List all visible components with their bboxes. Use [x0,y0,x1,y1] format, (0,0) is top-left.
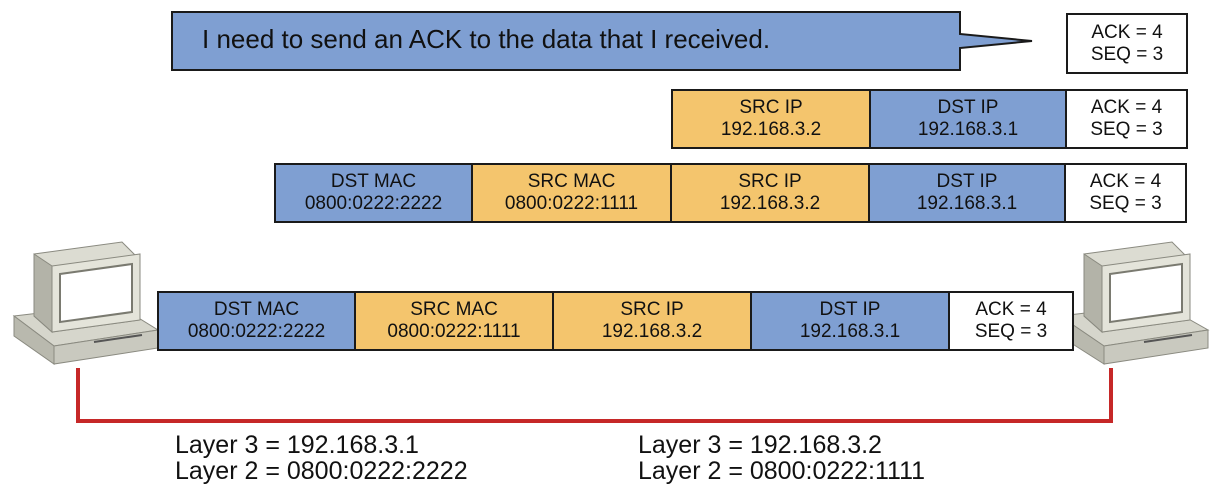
ack-value: ACK = 4 [975,299,1047,320]
seq-value: SEQ = 3 [974,321,1048,342]
packet-row-frame: DST MAC 0800:0222:2222 SRC MAC 0800:0222… [274,163,1187,223]
ack-value: ACK = 4 [1090,97,1163,118]
ack-seq-field: ACK = 4 SEQ = 3 [1065,89,1188,149]
ack-value: ACK = 4 [1091,21,1163,43]
dst-ip-value: 192.168.3.1 [799,321,901,342]
seq-value: SEQ = 3 [1090,119,1163,140]
src-mac-label: SRC MAC [410,299,498,320]
src-mac-field: SRC MAC 0800:0222:1111 [471,163,672,223]
dst-ip-field: DST IP 192.168.3.1 [868,163,1066,223]
dst-ip-field: DST IP 192.168.3.1 [869,89,1067,149]
src-ip-field: SRC IP 192.168.3.2 [670,163,870,223]
dst-mac-field: DST MAC 0800:0222:2222 [274,163,473,223]
src-ip-field: SRC IP 192.168.3.2 [552,291,752,351]
seq-value: SEQ = 3 [1089,193,1162,214]
dst-mac-field: DST MAC 0800:0222:2222 [157,291,356,351]
dst-mac-value: 0800:0222:2222 [187,321,326,342]
src-ip-field: SRC IP 192.168.3.2 [671,89,871,149]
src-ip-label: SRC IP [739,97,803,118]
dst-ip-label: DST IP [819,299,881,320]
ack-seq-box-top: ACK = 4 SEQ = 3 [1066,13,1188,74]
dst-ip-value: 192.168.3.1 [917,119,1019,140]
src-ip-label: SRC IP [620,299,684,320]
src-mac-value: 0800:0222:1111 [387,321,521,342]
packet-row-ip: SRC IP 192.168.3.2 DST IP 192.168.3.1 AC… [671,89,1188,149]
src-ip-value: 192.168.3.2 [719,193,821,214]
ack-value: ACK = 4 [1089,171,1162,192]
src-mac-label: SRC MAC [527,171,616,192]
computer-right-icon [1058,241,1210,365]
left-host-layer2: Layer 2 = 0800:0222:2222 [175,457,468,485]
dst-mac-label: DST MAC [213,299,300,320]
dst-mac-value: 0800:0222:2222 [304,193,443,214]
ack-seq-field: ACK = 4 SEQ = 3 [948,291,1074,351]
right-host-layer2: Layer 2 = 0800:0222:1111 [638,457,926,485]
ack-seq-field: ACK = 4 SEQ = 3 [1064,163,1187,223]
dst-ip-value: 192.168.3.1 [916,193,1018,214]
dst-ip-field: DST IP 192.168.3.1 [750,291,950,351]
left-host-layer3: Layer 3 = 192.168.3.1 [175,431,419,459]
src-mac-field: SRC MAC 0800:0222:1111 [354,291,554,351]
callout-text: I need to send an ACK to the data that I… [202,24,771,54]
src-ip-value: 192.168.3.2 [601,321,703,342]
dst-ip-label: DST IP [937,97,999,118]
src-ip-label: SRC IP [738,171,802,192]
speech-callout-shape [171,11,1033,71]
packet-row-wire: DST MAC 0800:0222:2222 SRC MAC 0800:0222… [157,291,1074,351]
seq-value: SEQ = 3 [1090,43,1164,65]
src-ip-value: 192.168.3.2 [720,119,822,140]
dst-mac-label: DST MAC [330,171,417,192]
dst-ip-label: DST IP [936,171,998,192]
src-mac-value: 0800:0222:1111 [504,193,639,214]
right-host-layer3: Layer 3 = 192.168.3.2 [638,431,882,459]
computer-left-icon [12,241,160,365]
